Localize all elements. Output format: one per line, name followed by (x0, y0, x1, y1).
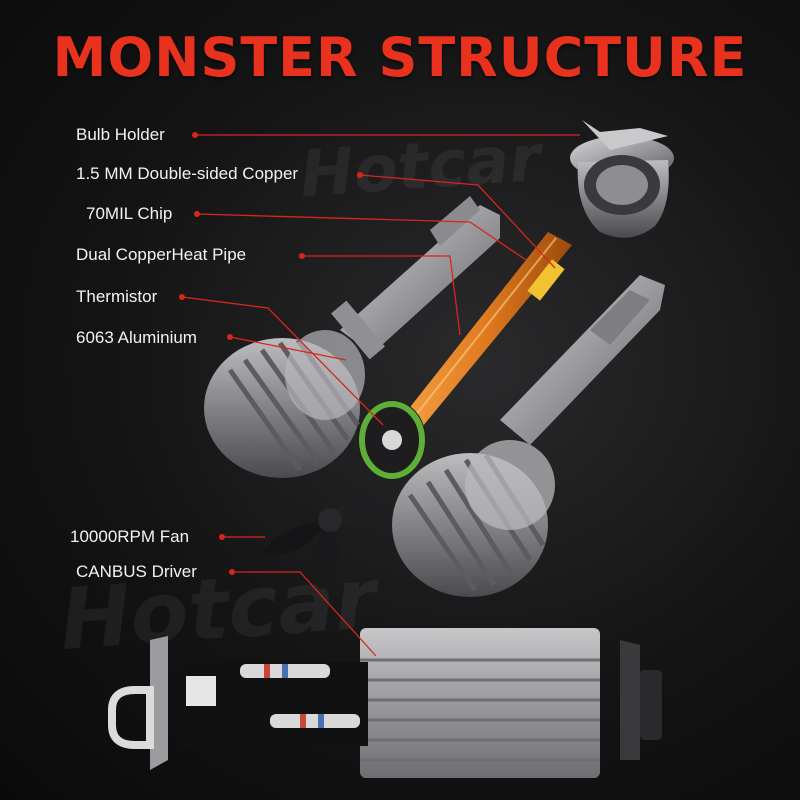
fan-part (260, 488, 390, 590)
callout-thermistor: Thermistor (76, 287, 158, 306)
bulb-holder-part (570, 120, 674, 238)
callout-fan: 10000RPM Fan (70, 527, 190, 546)
callout-chip: 70MIL Chip (86, 204, 173, 223)
right-heatsink-body (392, 275, 665, 597)
leader-lines (181, 134, 580, 657)
left-heatsink-body (204, 196, 500, 478)
heat-pipe-part (400, 232, 572, 432)
callout-copper-board: 1.5 MM Double-sided Copper (76, 164, 299, 183)
page-title: MONSTER STRUCTURE (52, 26, 748, 89)
thermistor-part (358, 400, 426, 480)
callout-aluminium: 6063 Aluminium (76, 328, 197, 347)
callout-driver: CANBUS Driver (76, 562, 197, 581)
callout-heat-pipe: Dual CopperHeat Pipe (76, 245, 247, 264)
canbus-driver-part (108, 628, 662, 778)
callout-bulb-holder: Bulb Holder (76, 125, 165, 144)
leader-dots (179, 132, 363, 575)
